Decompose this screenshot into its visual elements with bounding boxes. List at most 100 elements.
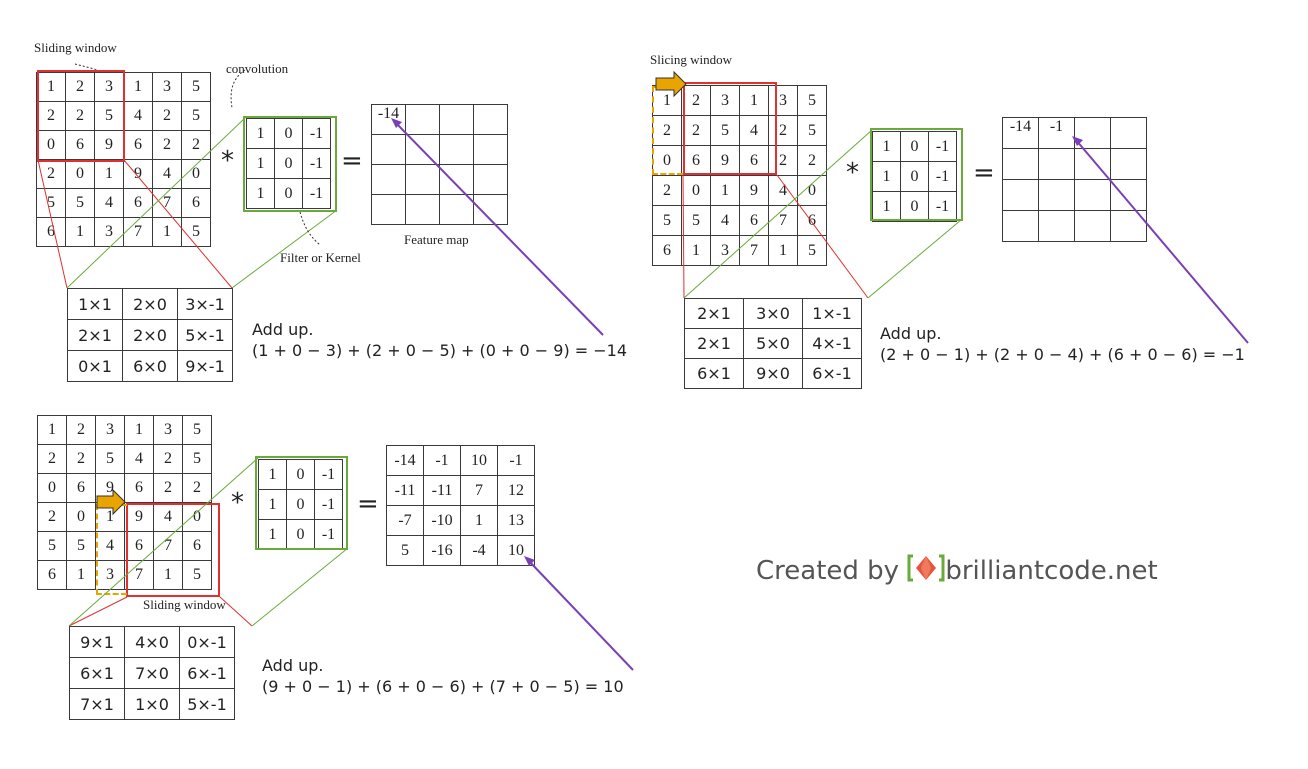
grid-cell: 5×-1 [177, 319, 233, 351]
grid-cell: 5 [181, 72, 211, 102]
brand-logo-icon [907, 553, 945, 583]
addup-title: Add up. [880, 324, 942, 343]
grid-cell: -11 [386, 475, 424, 506]
result-pointer-arrow [527, 559, 634, 671]
result-pointer-arrow [1075, 139, 1249, 344]
grid-cell: 0 [274, 178, 303, 209]
feature-map-label: Feature map [404, 232, 469, 247]
grid-cell: 6×-1 [802, 358, 862, 389]
grid-cell: 6×1 [69, 657, 125, 689]
grid-cell: 5 [182, 560, 212, 590]
credit-prefix: Created by [756, 556, 908, 586]
kernel-projection-line [683, 129, 873, 299]
feature-map-2: -14-1 [1002, 117, 1147, 242]
grid-cell: 2 [37, 502, 67, 532]
addup-title: Add up. [262, 656, 324, 675]
kernel-projection-line [251, 547, 349, 627]
label-pointer [299, 211, 321, 246]
grid-cell: 0 [286, 489, 315, 520]
grid-cell: 1 [66, 560, 96, 590]
sliding-window-label: Sliding window [34, 40, 117, 55]
feature-cell: -14 [1002, 117, 1039, 149]
multiply-symbol: * [221, 146, 234, 176]
grid-cell: 1×1 [67, 288, 123, 320]
grid-cell: 7 [124, 560, 154, 590]
grid-cell: 2 [182, 473, 212, 503]
sliding-window-label: Sliding window [143, 597, 226, 612]
grid-cell: -16 [423, 535, 461, 566]
grid-cell: -1 [314, 459, 343, 490]
grid-cell: 5 [797, 115, 827, 146]
window-projection-line [123, 159, 233, 289]
sliding-window-box [37, 70, 125, 162]
feature-cell: -14 [371, 104, 406, 135]
grid-cell: -1 [302, 118, 331, 149]
equals-symbol: = [341, 146, 363, 176]
label-pointer [74, 63, 99, 71]
grid-cell: 7×1 [69, 688, 125, 720]
grid-cell: 4×0 [124, 626, 180, 658]
grid-cell: 5×-1 [179, 688, 235, 720]
slide-right-arrow [655, 70, 687, 98]
grid-cell: 5 [181, 101, 211, 131]
multiply-symbol: * [231, 488, 244, 518]
addup-equation: (2 + 0 − 1) + (2 + 0 − 4) + (6 + 0 − 6) … [880, 345, 1245, 364]
grid-cell: 9×1 [69, 626, 125, 658]
credit-brand: brilliantcode.net [945, 556, 1158, 586]
grid-cell: -1 [302, 178, 331, 209]
arrow-head [1072, 136, 1083, 146]
grid-cell: 1 [124, 415, 154, 445]
grid-cell: 6×1 [684, 358, 744, 389]
grid-cell: 3 [95, 415, 125, 445]
window-projection-line [776, 174, 869, 299]
kernel-box [255, 456, 348, 550]
kernel-projection-line [867, 219, 962, 299]
grid-cell: 2 [681, 115, 711, 146]
grid-cell: 2×1 [67, 319, 123, 351]
grid-cell: 2 [153, 444, 183, 474]
addup-equation: (1 + 0 − 3) + (2 + 0 − 5) + (0 + 0 − 9) … [252, 341, 628, 360]
grid-cell: 0×1 [67, 350, 123, 382]
grid-cell: 1×-1 [802, 298, 862, 329]
grid-cell: 1 [739, 85, 769, 116]
slide-right-arrow [96, 488, 126, 516]
grid-cell: 6 [37, 560, 67, 590]
grid-cell: 2 [66, 444, 96, 474]
grid-cell: 9 [94, 130, 124, 160]
label-pointer [230, 69, 246, 109]
grid-cell: 6 [181, 188, 211, 218]
grid-cell: 5 [95, 444, 125, 474]
grid-cell: 7 [739, 235, 769, 266]
grid-cell: 6 [182, 531, 212, 561]
window-projection-line [219, 596, 253, 627]
grid-cell: 1 [258, 459, 287, 490]
grid-cell: -1 [497, 445, 535, 476]
addup-title: Add up. [252, 320, 314, 339]
grid-cell: 0 [681, 175, 711, 206]
kernel-projection-line [68, 457, 259, 627]
sliding-window-label: Slicing window [650, 52, 732, 67]
grid-cell: 1×0 [124, 688, 180, 720]
grid-cell: 1 [768, 235, 798, 266]
grid-cell: 3 [153, 415, 183, 445]
